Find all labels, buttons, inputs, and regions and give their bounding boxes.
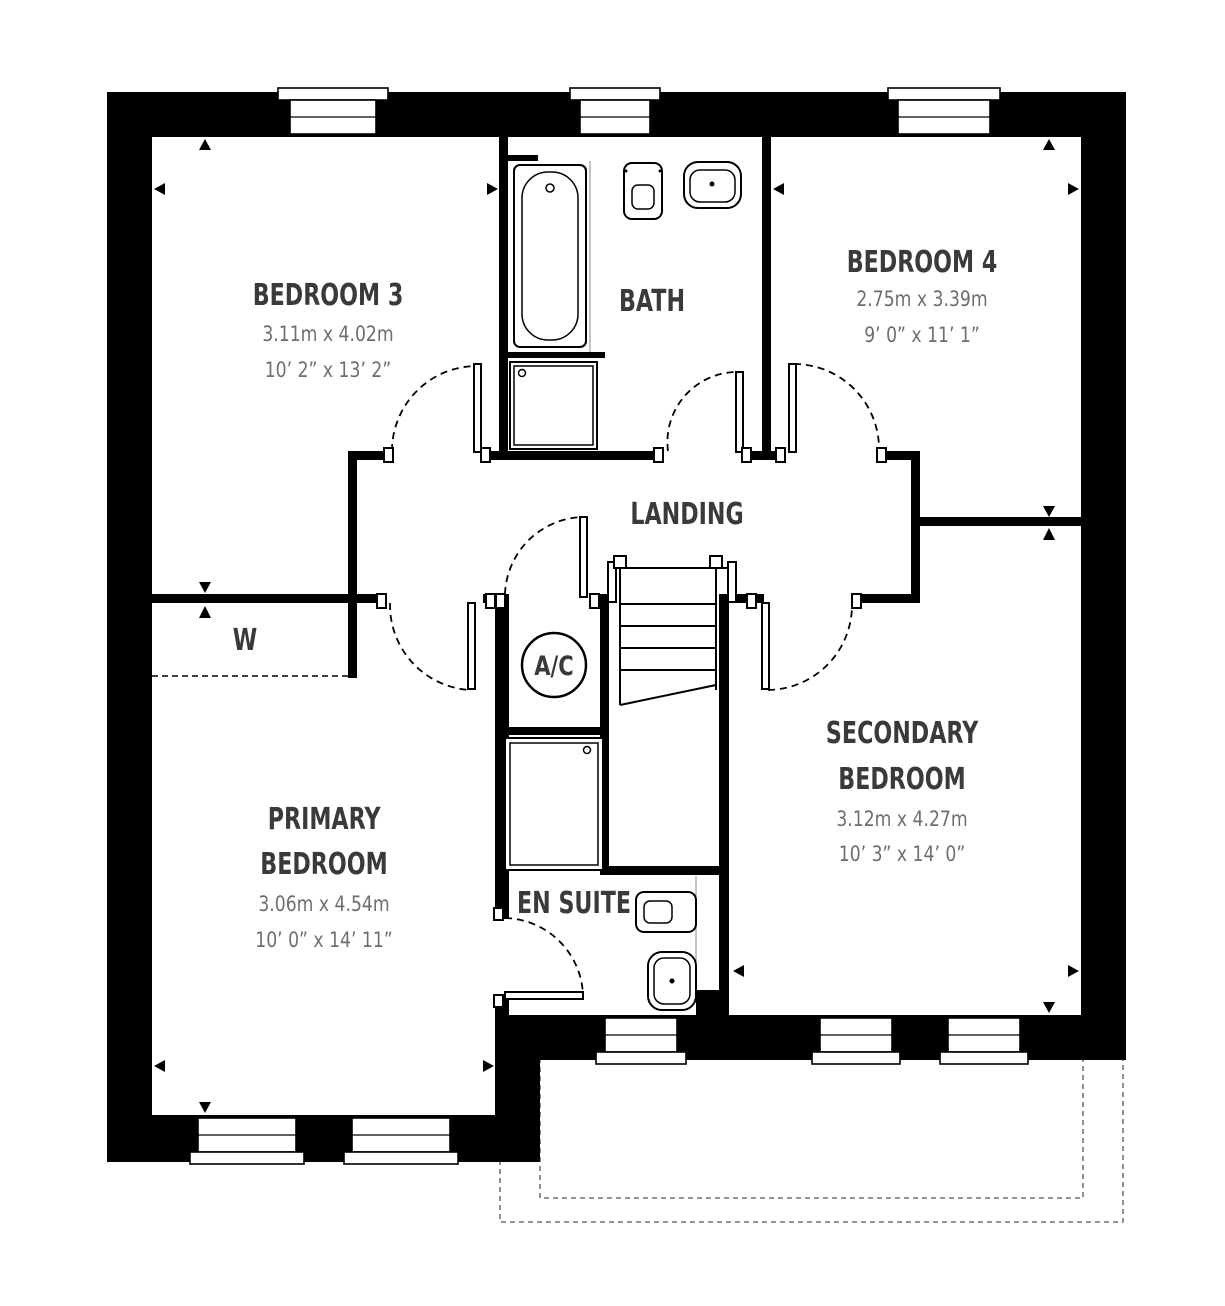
primary-imperial: 10’ 0” x 14’ 11” xyxy=(255,927,392,952)
bath-basin xyxy=(683,161,742,209)
landing-name: LANDING xyxy=(630,498,743,532)
window-secondary-left xyxy=(811,1017,901,1065)
window-primary-right xyxy=(343,1117,459,1165)
window-en-suite xyxy=(595,1017,687,1065)
en-suite-name: EN SUITE xyxy=(517,887,631,921)
bath-name: BATH xyxy=(619,285,685,319)
bedroom4-imperial: 9’ 0” x 11’ 1” xyxy=(864,322,980,347)
bedroom3-name: BEDROOM 3 xyxy=(253,279,404,313)
primary-name-line2: BEDROOM xyxy=(260,848,387,882)
airing-cupboard-label: A/C xyxy=(534,650,573,681)
bedroom4-metric: 2.75m x 3.39m xyxy=(856,286,987,311)
bedroom3-metric: 3.11m x 4.02m xyxy=(262,321,393,346)
internal-walls xyxy=(107,137,1126,1015)
window-bedroom3 xyxy=(277,87,389,135)
window-secondary-right xyxy=(939,1017,1029,1065)
doors xyxy=(376,363,887,1008)
secondary-metric: 3.12m x 4.27m xyxy=(836,806,967,831)
secondary-name-line2: BEDROOM xyxy=(838,763,965,797)
window-bedroom4 xyxy=(887,87,1001,135)
windows xyxy=(189,87,1029,1165)
secondary-name-line1: SECONDARY xyxy=(826,717,979,751)
dimension-arrows xyxy=(154,139,1079,1113)
staircase xyxy=(607,555,737,706)
bedroom4-name: BEDROOM 4 xyxy=(847,246,998,280)
ground-floor-projection xyxy=(499,1058,1124,1223)
bedroom3-imperial: 10’ 2” x 13’ 2” xyxy=(265,357,392,382)
en-suite-toilet xyxy=(635,891,697,933)
window-bath xyxy=(569,87,661,135)
primary-name-line1: PRIMARY xyxy=(268,803,382,837)
primary-metric: 3.06m x 4.54m xyxy=(258,891,389,916)
bath-fixtures xyxy=(509,161,742,450)
room-labels: BEDROOM 3 3.11m x 4.02m 10’ 2” x 13’ 2” … xyxy=(233,246,998,953)
airing-cupboard: A/C xyxy=(520,631,588,699)
external-walls xyxy=(107,92,1126,1162)
en-suite-basin xyxy=(647,951,697,1011)
bath-toilet xyxy=(623,162,663,220)
en-suite-fixtures xyxy=(504,737,697,1011)
secondary-imperial: 10’ 3” x 14’ 0” xyxy=(839,841,966,866)
wardrobe-label: W xyxy=(233,624,257,658)
window-primary-left xyxy=(189,1117,305,1165)
